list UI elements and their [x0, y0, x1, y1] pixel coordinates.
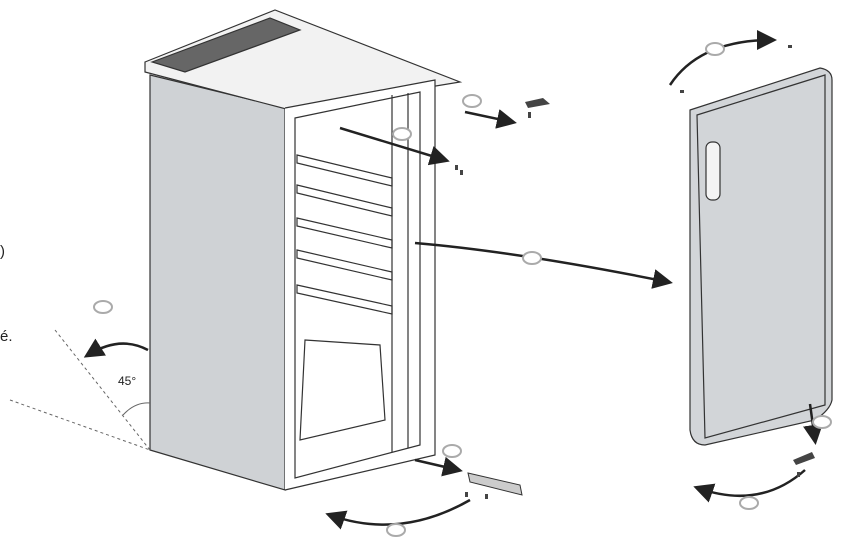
cut-text-paren: )	[0, 243, 5, 260]
hinge-icon	[525, 98, 550, 108]
fridge-cabinet	[144, 9, 463, 491]
door-handle	[705, 141, 721, 201]
cabinet-side	[149, 74, 286, 491]
angle-guides	[9, 329, 151, 451]
fridge-door	[689, 67, 833, 446]
door-hinge-icon	[793, 452, 815, 465]
callout-circles	[93, 42, 832, 537]
cut-text-accent: é.	[0, 328, 13, 345]
top-grille	[150, 17, 302, 73]
bottom-hinge-icon	[467, 472, 523, 496]
screw-icon	[528, 112, 531, 118]
hinges-screws	[455, 45, 815, 499]
crisper-drawer	[299, 339, 386, 441]
shelves	[296, 154, 393, 315]
angle-label: 45°	[118, 374, 137, 388]
